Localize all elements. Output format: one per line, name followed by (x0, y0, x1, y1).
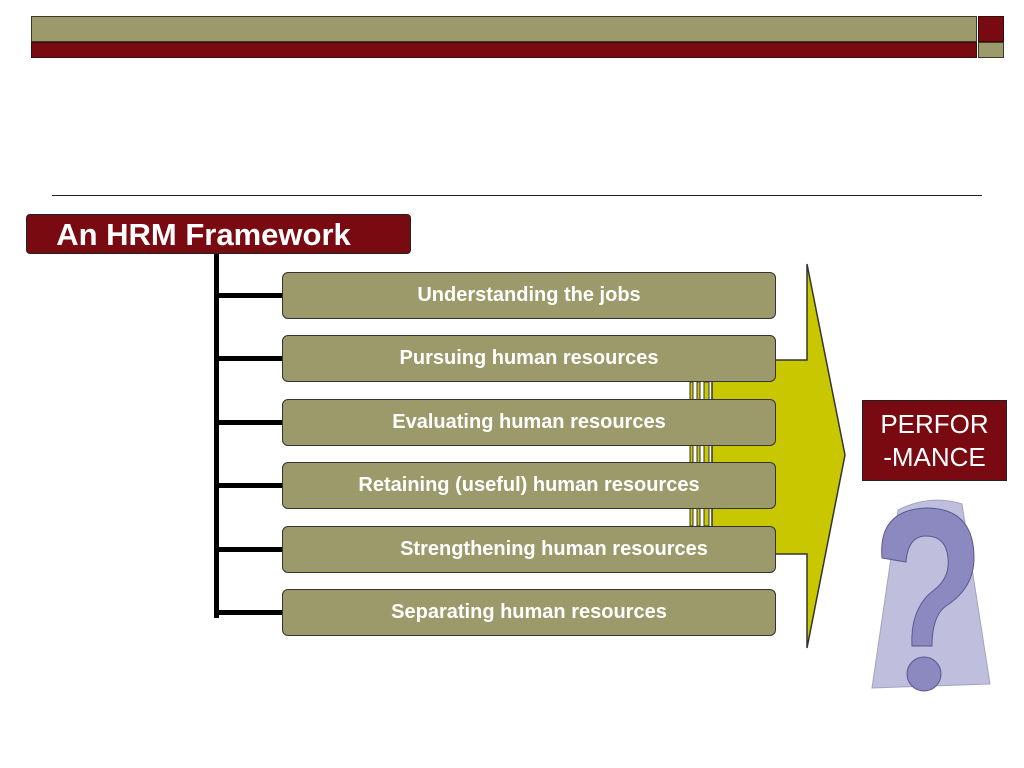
title-divider (52, 195, 982, 196)
connector-branch (214, 293, 284, 298)
connector-branch (214, 420, 284, 425)
item-separating-hr: Separating human resources (282, 589, 776, 636)
connector-trunk (214, 254, 219, 618)
performance-line-1: PERFOR (880, 409, 989, 439)
framework-title: An HRM Framework (26, 214, 411, 254)
question-mark-icon (871, 499, 991, 692)
header-square-bottom (978, 42, 1004, 58)
item-strengthening-hr: Strengthening human resources (282, 526, 776, 573)
header-bar-top (31, 16, 977, 42)
connector-branch (214, 483, 284, 488)
connector-branch (214, 356, 284, 361)
header-square-top (978, 16, 1004, 42)
item-evaluating-hr: Evaluating human resources (282, 399, 776, 446)
performance-box: PERFOR -MANCE (862, 400, 1007, 481)
item-pursuing-hr: Pursuing human resources (282, 335, 776, 382)
performance-line-2: -MANCE (883, 442, 986, 472)
item-understanding-jobs: Understanding the jobs (282, 272, 776, 319)
item-retaining-hr: Retaining (useful) human resources (282, 462, 776, 509)
header-bar-bottom (31, 42, 977, 58)
connector-branch (214, 547, 284, 552)
connector-branch (214, 610, 284, 615)
